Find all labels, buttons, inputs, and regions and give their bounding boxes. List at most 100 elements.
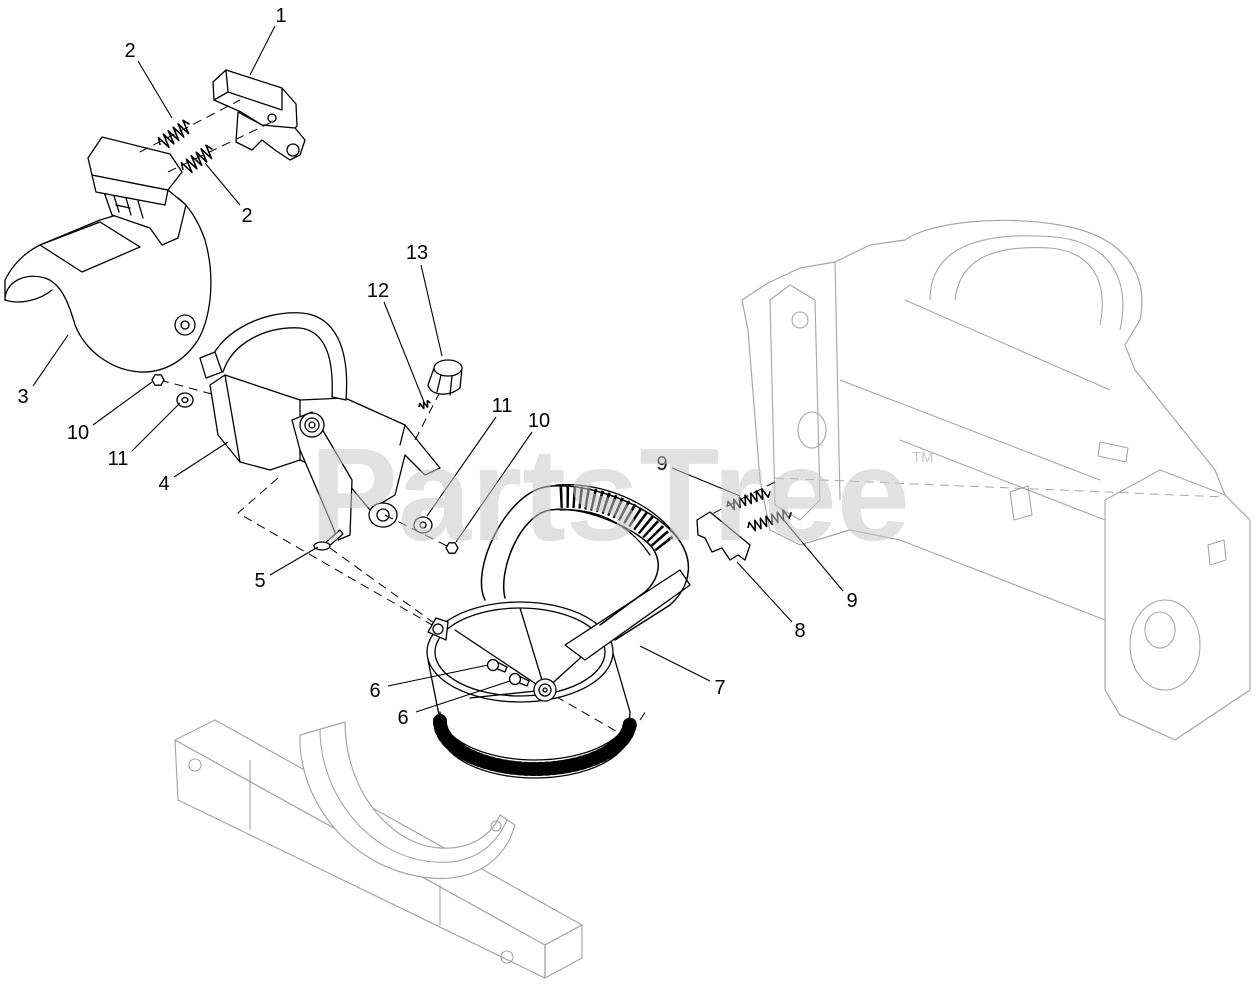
handle-cap-hole [267, 113, 277, 123]
part-9-spring-lower [747, 509, 792, 532]
rail-saddle-hole [490, 820, 502, 832]
housing-alignment-line [774, 477, 1226, 498]
handle-loop-outer [480, 485, 689, 641]
callout-part-4: 4 [158, 473, 169, 495]
housing-hole [797, 411, 827, 449]
rail-saddle-inner [319, 728, 508, 863]
part-13-knob [427, 359, 463, 396]
handle-cap-cavity [213, 69, 283, 111]
leader-part-3 [32, 334, 69, 387]
watermark: PartsTree TM [310, 421, 934, 568]
pivot-boss [299, 412, 325, 438]
leader-part-10-left [92, 381, 153, 426]
callout-part-9-lower: 9 [846, 590, 857, 612]
spring-coil [180, 144, 213, 174]
pivot-ring [304, 417, 320, 433]
callout-part-9-upper: 9 [656, 453, 667, 475]
spring-coil [726, 488, 771, 511]
handle-grip-edge [555, 484, 679, 556]
base-gear-teeth [433, 714, 637, 776]
part-11-washer-left [176, 392, 194, 408]
leader-part-7 [639, 645, 711, 682]
leader-part-6-upper [387, 664, 489, 687]
callout-part-11-left: 11 [108, 448, 129, 470]
spring-alignment-line [139, 99, 273, 173]
rail-seam [249, 760, 441, 925]
callout-part-5: 5 [254, 570, 265, 592]
leader-lines [32, 25, 844, 713]
knob-top [433, 359, 463, 377]
part-2-spring-lower [180, 144, 213, 174]
callout-part-1: 1 [275, 5, 286, 27]
callout-part-11-right: 11 [492, 395, 513, 417]
leader-part-8 [736, 561, 793, 623]
handle-housing-ribs [113, 195, 144, 219]
part-4-upper-chute [199, 312, 441, 541]
deflector-pivot-boss [174, 314, 196, 336]
part-9-spring-upper [726, 488, 771, 511]
washer-hole [419, 521, 427, 529]
callout-labels: 1 2 2 13 12 3 11 10 10 11 4 9 5 9 8 7 6 … [17, 5, 857, 729]
base-cup-wall [427, 649, 631, 721]
part-2-spring-upper [157, 119, 190, 149]
rail-hole [188, 758, 202, 772]
upper-chute-tab [199, 351, 223, 379]
callout-part-6-lower: 6 [397, 707, 408, 729]
base-lug [427, 617, 449, 641]
handle-loop-inner [503, 508, 659, 626]
handle-grip-ribs [559, 485, 674, 552]
callout-part-12: 12 [367, 280, 389, 302]
housing-outline [741, 219, 1251, 741]
base-hub-hole [542, 687, 548, 693]
leader-part-10-right [455, 431, 533, 543]
callout-part-8: 8 [794, 620, 805, 642]
leader-part-11-right [426, 416, 497, 517]
deflector-lip [4, 289, 53, 303]
housing-body-lines [834, 261, 1226, 620]
housing-left-plate [769, 284, 821, 521]
housing-end-hub [1144, 611, 1176, 649]
watermark-text: PartsTree [310, 421, 910, 568]
rail-saddle [299, 721, 516, 880]
pivot-hole [308, 421, 316, 429]
part-6-screw-lower [508, 672, 530, 687]
leader-part-9-upper [671, 467, 741, 497]
knob-alignment-line [414, 391, 441, 441]
part-12-pin [418, 399, 431, 410]
part-11-washer-right [413, 516, 433, 534]
rail-end-face [544, 924, 583, 979]
spring-coil [747, 509, 792, 532]
leader-part-2-upper [137, 60, 173, 119]
ghost-frame-rail [174, 719, 583, 979]
part-8-detent-plate [696, 511, 751, 561]
callout-part-2-upper: 2 [124, 40, 135, 62]
washer-hole [181, 396, 189, 404]
base-rim [426, 601, 614, 703]
deflector-pivot-hole [180, 320, 190, 330]
bolt-head [313, 541, 331, 551]
deflector-label [39, 221, 141, 273]
leader-part-2-lower [204, 162, 241, 206]
housing-arch-inner [954, 246, 1103, 326]
leader-part-11-left [131, 402, 181, 452]
part-10-nut-left [151, 374, 165, 386]
part-10-nut-right [445, 542, 459, 554]
housing-vent [1207, 539, 1227, 566]
spring-coil [157, 119, 190, 149]
washer-outer [176, 392, 194, 408]
ghost-auger-housing [741, 219, 1251, 741]
lower-hole [376, 508, 390, 522]
callout-part-13: 13 [406, 242, 428, 264]
part-5-bolt [313, 529, 344, 551]
rail-hole [500, 950, 514, 964]
handle-cap-pivot [286, 143, 300, 157]
callout-part-10-left: 10 [67, 422, 89, 444]
leader-part-4 [173, 441, 229, 478]
leader-part-13 [420, 264, 443, 357]
lower-boss [368, 502, 398, 528]
leader-part-5 [269, 546, 319, 576]
callout-part-3: 3 [17, 386, 28, 408]
housing-arch-rim [929, 235, 1124, 331]
leader-part-1 [249, 25, 276, 76]
